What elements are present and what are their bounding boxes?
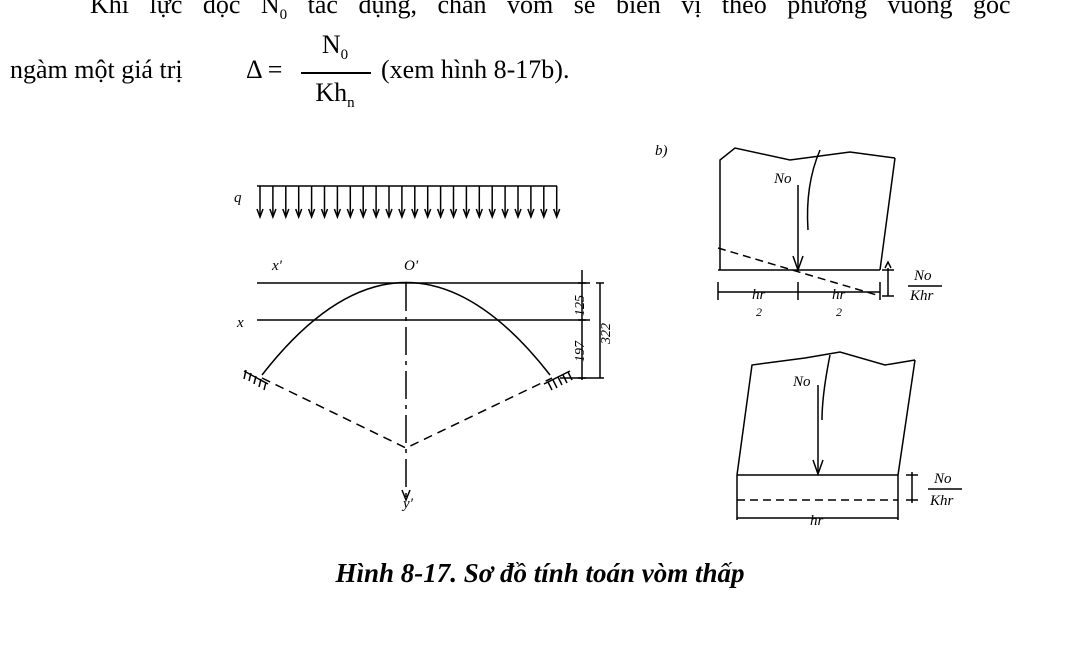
label-no-bottom: No (792, 374, 811, 390)
dim-125: 125 (573, 295, 588, 316)
load-arrow-head (449, 208, 458, 220)
load-arrow-head (333, 208, 342, 220)
load-arrow-head (346, 208, 355, 220)
equation-delta: Δ = (246, 55, 283, 84)
label-o-prime: O' (404, 258, 419, 274)
load-arrow-head (527, 208, 535, 220)
label-b: b) (655, 143, 668, 159)
figure-caption: Hình 8-17. Sơ đồ tính toán vòm thấp (335, 558, 745, 588)
fraction-denominator: Khn (315, 78, 355, 112)
arch-curve (261, 281, 551, 376)
load-arrow-head (269, 208, 277, 220)
label-x-prime: x' (271, 258, 283, 274)
label-q: q (234, 190, 242, 206)
load-arrow-head (436, 208, 445, 220)
label-frac-top-num: No (913, 268, 932, 284)
axis-y-arrow (401, 489, 411, 503)
label-frac-top-den: Khr (909, 288, 934, 304)
load-arrow-head (501, 208, 509, 220)
load-arrow-head (411, 208, 419, 220)
load-arrow-head (372, 208, 380, 220)
paragraph-line-2: ngàm một giá trị (10, 55, 183, 84)
label-y-prime: y' (401, 496, 414, 512)
detail-b-bottom (736, 351, 918, 520)
fraction-numerator: N0 (321, 30, 349, 64)
fraction-bar (301, 72, 371, 74)
load-arrow-head (552, 208, 561, 220)
equation-reference: (xem hình 8-17b). (381, 55, 570, 84)
label-two-left: 2 (756, 305, 762, 319)
label-two-right: 2 (836, 305, 842, 319)
load-arrow-head (488, 208, 496, 220)
load-arrow-head (294, 208, 303, 220)
load-arrow-head (256, 208, 264, 220)
label-frac-bot-num: No (933, 471, 952, 487)
label-x: x (236, 315, 244, 331)
load-arrow-head (514, 208, 522, 220)
load-arrow-head (423, 208, 432, 220)
dim-197: 197 (573, 340, 588, 362)
paragraph-line-1: Khi lực dọc N0 tác dụng, chân vòm sẽ biế… (90, 0, 1011, 24)
label-frac-bot-den: Khr (929, 493, 954, 509)
detail-b-top (717, 147, 896, 300)
load-arrow-head (385, 208, 393, 220)
dimension-lines (560, 270, 604, 380)
load-arrow-head (398, 208, 406, 220)
label-no-top: No (773, 171, 792, 187)
load-arrow-head (359, 208, 367, 220)
dashed-support-lines (261, 377, 553, 449)
label-hr-left: hr (752, 287, 766, 303)
distributed-load (256, 185, 561, 220)
load-arrow-head (320, 208, 329, 220)
load-arrow-head (282, 208, 290, 220)
label-hr-bottom: hr (810, 513, 824, 529)
load-arrow-head (462, 208, 471, 220)
load-arrow-head (475, 208, 484, 220)
dim-322: 322 (599, 323, 614, 345)
label-hr-right: hr (832, 287, 846, 303)
support-left (243, 369, 269, 391)
load-arrow-head (540, 208, 548, 220)
load-arrow-head (307, 208, 316, 220)
